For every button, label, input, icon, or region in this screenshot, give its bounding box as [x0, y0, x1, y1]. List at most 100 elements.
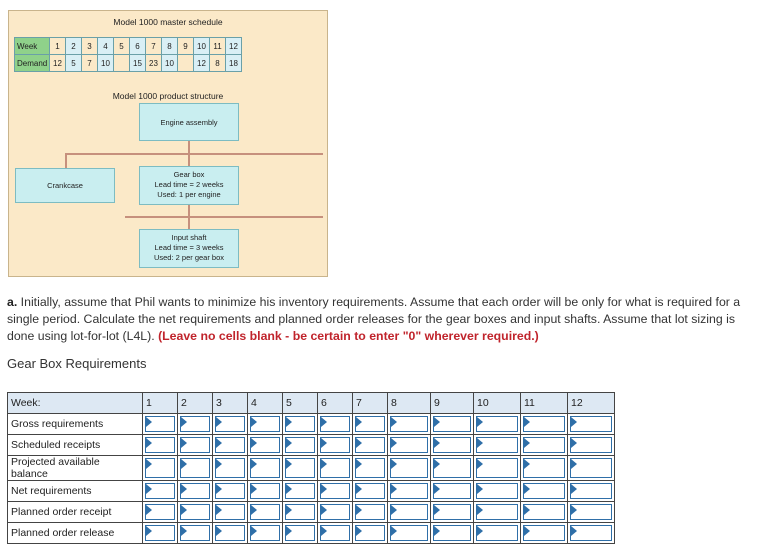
answer-input[interactable]: [320, 525, 350, 541]
answer-cell: [567, 434, 615, 456]
answer-input[interactable]: [390, 416, 428, 432]
answer-cell: [212, 455, 248, 481]
answer-input[interactable]: [145, 458, 175, 478]
answer-input[interactable]: [355, 525, 385, 541]
answer-input[interactable]: [285, 483, 315, 499]
answer-input[interactable]: [523, 504, 565, 520]
answer-input[interactable]: [285, 437, 315, 453]
answer-input[interactable]: [390, 437, 428, 453]
answer-input[interactable]: [320, 416, 350, 432]
answer-input[interactable]: [215, 504, 245, 520]
answer-cell: [142, 522, 178, 544]
answer-input[interactable]: [355, 416, 385, 432]
answer-input[interactable]: [215, 416, 245, 432]
answer-input[interactable]: [570, 525, 612, 541]
answer-input[interactable]: [285, 458, 315, 478]
answer-input[interactable]: [433, 416, 471, 432]
answer-input[interactable]: [145, 525, 175, 541]
answer-input[interactable]: [180, 525, 210, 541]
answer-input[interactable]: [433, 437, 471, 453]
answer-input[interactable]: [180, 458, 210, 478]
answer-input[interactable]: [523, 458, 565, 478]
gear-box-name: Gear box: [173, 170, 205, 179]
answer-input[interactable]: [320, 504, 350, 520]
answer-input[interactable]: [180, 437, 210, 453]
answer-input[interactable]: [523, 525, 565, 541]
answer-input[interactable]: [433, 458, 471, 478]
answer-input[interactable]: [215, 437, 245, 453]
answer-input[interactable]: [570, 416, 612, 432]
answer-input[interactable]: [320, 483, 350, 499]
answer-input[interactable]: [355, 504, 385, 520]
table-header-row: Week: 1 2 3 4 5 6 7 8 9 10 11 12: [7, 392, 615, 414]
answer-input[interactable]: [476, 483, 518, 499]
answer-input[interactable]: [523, 416, 565, 432]
answer-input[interactable]: [390, 483, 428, 499]
answer-cell: [282, 434, 318, 456]
answer-input[interactable]: [433, 525, 471, 541]
answer-cell: [430, 501, 474, 523]
answer-input[interactable]: [390, 525, 428, 541]
question-note: (Leave no cells blank - be certain to en…: [158, 329, 539, 343]
answer-cell: [177, 480, 213, 502]
answer-cell: [387, 501, 431, 523]
answer-input[interactable]: [570, 504, 612, 520]
answer-input[interactable]: [320, 437, 350, 453]
answer-input[interactable]: [570, 437, 612, 453]
answer-input[interactable]: [285, 416, 315, 432]
answer-input[interactable]: [215, 458, 245, 478]
answer-input[interactable]: [476, 437, 518, 453]
answer-input[interactable]: [215, 483, 245, 499]
answer-input[interactable]: [250, 504, 280, 520]
answer-input[interactable]: [523, 483, 565, 499]
answer-input[interactable]: [476, 458, 518, 478]
answer-input[interactable]: [215, 525, 245, 541]
answer-input[interactable]: [570, 483, 612, 499]
answer-input[interactable]: [180, 483, 210, 499]
week-cell: 12: [225, 37, 242, 55]
answer-cell: [520, 480, 568, 502]
answer-input[interactable]: [523, 437, 565, 453]
answer-input[interactable]: [320, 458, 350, 478]
answer-input[interactable]: [433, 504, 471, 520]
week-column-header: 7: [352, 392, 388, 414]
answer-input[interactable]: [355, 437, 385, 453]
answer-input[interactable]: [145, 437, 175, 453]
answer-cell: [387, 434, 431, 456]
answer-input[interactable]: [250, 437, 280, 453]
answer-input[interactable]: [476, 416, 518, 432]
answer-cell: [282, 480, 318, 502]
answer-cell: [212, 413, 248, 435]
demand-cell: 8: [209, 54, 226, 72]
answer-input[interactable]: [476, 525, 518, 541]
week-column-header: 5: [282, 392, 318, 414]
answer-input[interactable]: [145, 483, 175, 499]
answer-input[interactable]: [250, 416, 280, 432]
table-row: Planned order receipt: [7, 501, 615, 523]
answer-input[interactable]: [250, 458, 280, 478]
answer-input[interactable]: [285, 504, 315, 520]
answer-cell: [352, 434, 388, 456]
answer-input[interactable]: [180, 504, 210, 520]
answer-input[interactable]: [570, 458, 612, 478]
week-row-label: Week: [14, 37, 50, 55]
answer-input[interactable]: [433, 483, 471, 499]
answer-cell: [520, 501, 568, 523]
answer-input[interactable]: [145, 504, 175, 520]
answer-input[interactable]: [250, 483, 280, 499]
row-label: Planned order release: [7, 522, 143, 544]
answer-cell: [247, 522, 283, 544]
answer-input[interactable]: [390, 504, 428, 520]
answer-input[interactable]: [390, 458, 428, 478]
answer-input[interactable]: [250, 525, 280, 541]
answer-input[interactable]: [476, 504, 518, 520]
answer-input[interactable]: [355, 458, 385, 478]
answer-input[interactable]: [145, 416, 175, 432]
answer-input[interactable]: [285, 525, 315, 541]
demand-cell: 5: [65, 54, 82, 72]
answer-input[interactable]: [355, 483, 385, 499]
answer-input[interactable]: [180, 416, 210, 432]
week-cell: 7: [145, 37, 162, 55]
answer-cell: [430, 455, 474, 481]
master-schedule-table: Week 1 2 3 4 5 6 7 8 9 10 11 12 Demand 1…: [14, 37, 242, 72]
